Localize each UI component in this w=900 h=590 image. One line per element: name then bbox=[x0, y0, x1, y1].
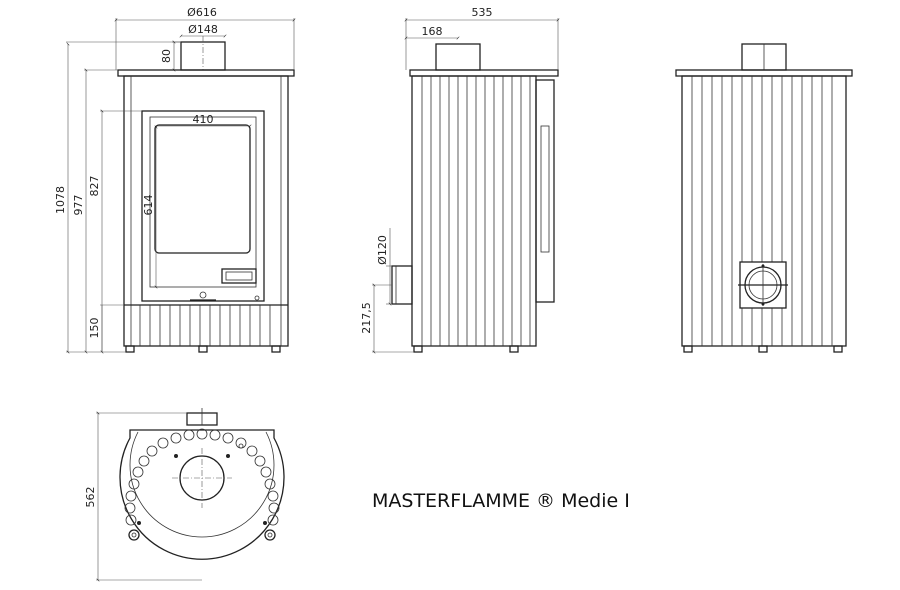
side-foot-front bbox=[413, 345, 423, 353]
back-ribs bbox=[691, 76, 833, 346]
side-top-plate bbox=[409, 69, 559, 77]
side-air-inlet bbox=[391, 265, 413, 305]
front-foot-center bbox=[198, 345, 208, 353]
dim-door-top-height: 827 bbox=[88, 176, 101, 197]
dim-door-height: 614 bbox=[142, 195, 155, 216]
top-view: 562 bbox=[84, 408, 285, 582]
product-title: MASTERFLAMME ® Medie I bbox=[372, 490, 630, 512]
front-door-handle bbox=[221, 268, 257, 284]
dim-depth: 535 bbox=[472, 6, 493, 19]
dim-overall-width: Ø616 bbox=[187, 6, 217, 19]
dim-total-height: 1078 bbox=[54, 186, 67, 214]
side-ribs bbox=[421, 76, 531, 346]
back-foot-left bbox=[683, 345, 693, 353]
dim-flue-height: 80 bbox=[160, 49, 173, 63]
front-door-frame bbox=[141, 110, 265, 302]
top-knob-right bbox=[264, 529, 276, 541]
air-control-knob bbox=[199, 291, 207, 299]
front-door-glass bbox=[154, 124, 251, 254]
back-top-plate bbox=[675, 69, 853, 77]
side-foot-rear bbox=[509, 345, 519, 353]
top-knob-left bbox=[128, 529, 140, 541]
dim-door-width: 410 bbox=[193, 113, 214, 126]
front-top-plate bbox=[117, 69, 295, 77]
dim-top-depth: 562 bbox=[84, 487, 97, 508]
back-view bbox=[675, 43, 853, 353]
front-foot-right bbox=[271, 345, 281, 353]
front-plinth-ribs bbox=[139, 305, 271, 346]
dim-body-height: 977 bbox=[72, 195, 85, 216]
back-stove-body bbox=[681, 75, 847, 347]
dim-plinth-height: 150 bbox=[88, 318, 101, 339]
side-rear-panel bbox=[535, 79, 555, 303]
back-foot-right bbox=[833, 345, 843, 353]
front-view: Ø616 Ø148 80 410 614 1078 977 827 150 bbox=[54, 6, 296, 354]
top-vent-holes bbox=[124, 428, 280, 526]
dim-air-inlet-diameter: Ø120 bbox=[376, 235, 389, 265]
front-foot-left bbox=[125, 345, 135, 353]
side-flue-pipe bbox=[435, 43, 481, 71]
back-foot-center bbox=[758, 345, 768, 353]
side-view: 535 168 Ø120 217,5 bbox=[360, 6, 560, 354]
top-body-outline bbox=[119, 429, 285, 560]
dim-air-inlet-height: 217,5 bbox=[360, 302, 373, 334]
dim-flue-offset: 168 bbox=[422, 25, 443, 38]
dim-flue-diameter: Ø148 bbox=[188, 23, 218, 36]
